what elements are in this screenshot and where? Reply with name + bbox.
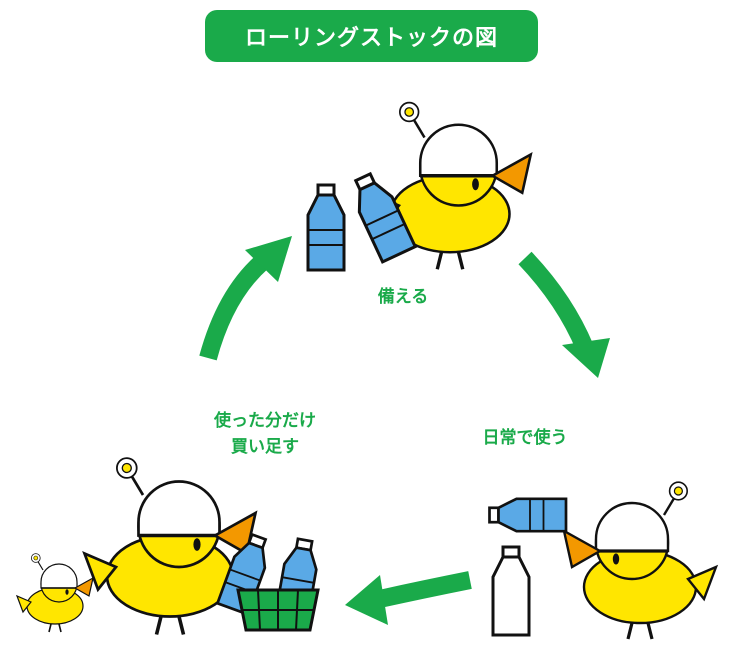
step-label-restock: 使った分だけ 買い足す <box>195 408 335 460</box>
diagram-title: ローリングストックの図 <box>205 10 538 62</box>
step-label-restock-line2: 買い足す <box>231 437 299 457</box>
drinking-bottle-icon <box>488 497 568 533</box>
step-label-restock-line1: 使った分だけ <box>214 411 316 431</box>
step-label-use-daily: 日常で使う <box>482 428 568 448</box>
small-chick <box>16 552 94 633</box>
water-bottle-icon <box>306 183 346 272</box>
arrow-to-use-daily <box>518 251 610 378</box>
use-daily-chick <box>562 480 718 641</box>
arrow-to-prepare <box>199 236 292 361</box>
shopping-basket-icon <box>236 588 320 632</box>
step-label-prepare: 備える <box>377 287 429 307</box>
arrow-to-restock <box>345 571 472 625</box>
empty-bottle-icon <box>491 545 531 637</box>
